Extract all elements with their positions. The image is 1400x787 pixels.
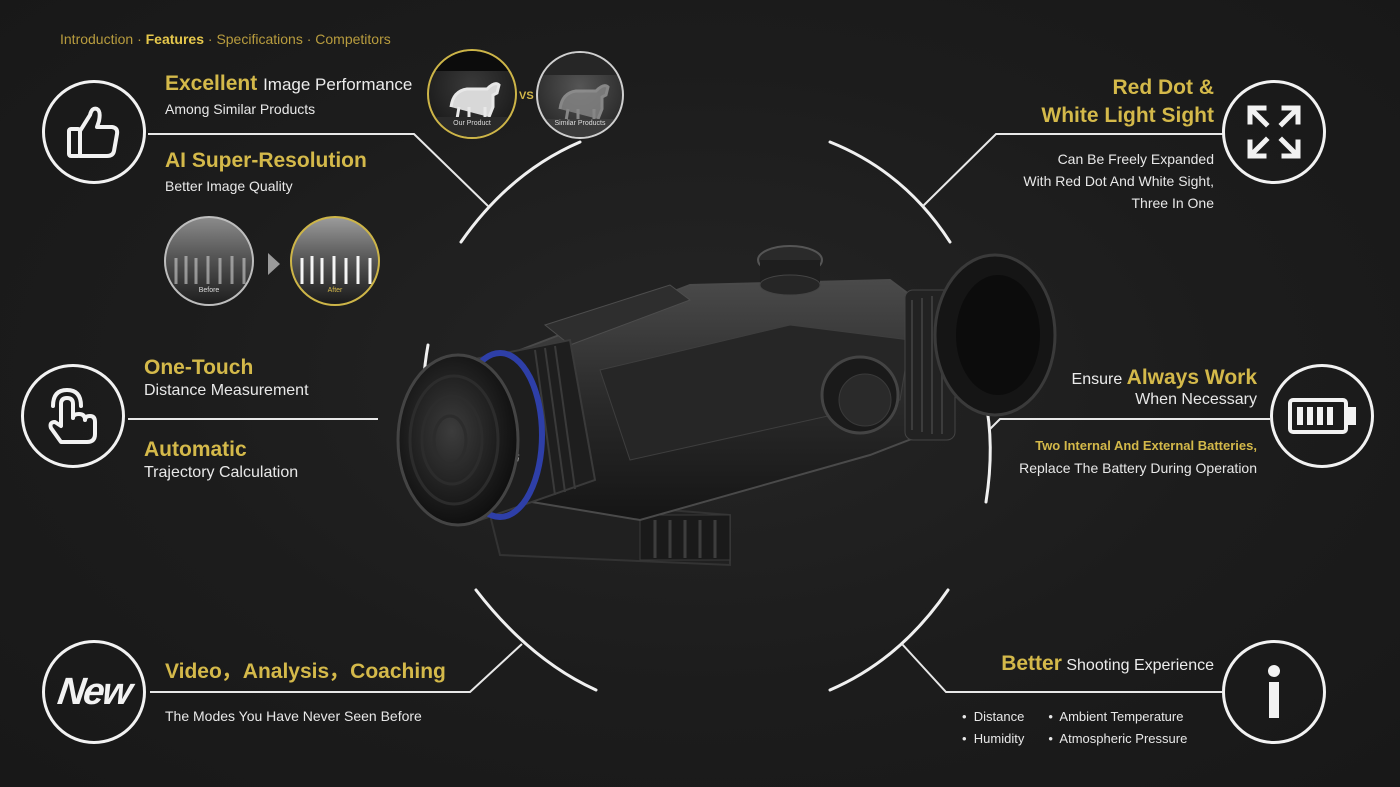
new-badge-circle: New <box>42 640 146 744</box>
new-badge: New <box>55 670 134 713</box>
nav-specifications[interactable]: Specifications <box>216 31 303 47</box>
feature-shooting-bullets: • Distance • Humidity • Ambient Temperat… <box>962 706 1187 750</box>
arc-top-left <box>459 140 582 244</box>
thumbs-up-icon-circle <box>42 80 146 184</box>
feature-video-title: Video，Analysis，Coaching <box>165 660 446 683</box>
before-caption: Before <box>198 287 220 294</box>
feature-image-performance-sub: Among Similar Products <box>165 101 316 117</box>
feature-automatic-title: Automatic <box>144 438 247 461</box>
line-top-left <box>148 133 489 207</box>
feature-red-dot-title: Red Dot & White Light Sight <box>1041 76 1214 127</box>
arc-bottom-left <box>474 588 598 692</box>
feature-always-work-sub: When Necessary <box>1135 391 1257 408</box>
arc-top-right <box>828 140 952 244</box>
line-mid-right <box>989 418 1270 430</box>
before-thumbnail: Before <box>164 216 254 306</box>
battery-icon <box>1288 398 1356 434</box>
feature-automatic-sub: Trajectory Calculation <box>144 464 299 481</box>
nav-introduction[interactable]: Introduction <box>60 31 134 47</box>
our-product-caption: Our Product <box>453 120 491 127</box>
similar-products-thumbnail: Similar Products <box>536 51 624 139</box>
thermal-scope-image: 16 17 <box>396 245 1057 567</box>
feature-battery-note-bold: Two Internal And External Batteries, <box>1035 438 1257 453</box>
bullet-item: • Humidity <box>962 731 1025 746</box>
thumbs-up-icon <box>67 106 120 158</box>
feature-battery-note: Replace The Battery During Operation <box>1019 460 1257 476</box>
bullet-item: • Atmospheric Pressure <box>1048 731 1188 746</box>
before-image <box>174 256 246 284</box>
after-thumbnail: After <box>290 216 380 306</box>
feature-ai-sub: Better Image Quality <box>165 178 293 194</box>
line-bottom-right <box>901 643 1222 693</box>
expand-arrows-icon <box>1247 105 1301 159</box>
similar-products-caption: Similar Products <box>554 120 606 127</box>
bullet-item: • Distance <box>962 709 1025 724</box>
nav-competitors[interactable]: Competitors <box>315 31 391 47</box>
feature-always-work-title: Ensure Always Work <box>1071 366 1257 389</box>
line-top-right <box>921 133 1223 208</box>
after-image <box>300 256 372 284</box>
battery-icon-circle <box>1270 364 1374 468</box>
after-caption: After <box>327 287 343 294</box>
feature-red-dot-sub: Can Be Freely Expanded With Red Dot And … <box>1023 151 1214 211</box>
feature-shooting-title: Better Shooting Experience <box>1001 652 1214 675</box>
tap-finger-icon <box>48 388 97 444</box>
expand-icon-circle <box>1222 80 1326 184</box>
arc-bottom-right <box>828 588 950 692</box>
our-product-thumbnail: Our Product <box>427 49 517 139</box>
feature-video-sub: The Modes You Have Never Seen Before <box>165 708 422 724</box>
info-icon-circle <box>1222 640 1326 744</box>
nav-features[interactable]: Features <box>145 31 204 47</box>
arrow-right-icon <box>268 253 280 275</box>
bullet-item: • Ambient Temperature <box>1048 709 1184 724</box>
feature-ai-title: AI Super-Resolution <box>165 149 367 172</box>
info-icon <box>1268 665 1280 718</box>
section-nav: Introduction · Features · Specifications… <box>60 31 391 47</box>
vs-label: VS <box>519 90 534 102</box>
feature-image-performance-title: Excellent Image Performance <box>165 72 413 95</box>
tap-icon-circle <box>21 364 125 468</box>
feature-one-touch-sub: Distance Measurement <box>144 382 309 399</box>
feature-one-touch-title: One-Touch <box>144 356 254 379</box>
line-bottom-left <box>150 643 523 693</box>
